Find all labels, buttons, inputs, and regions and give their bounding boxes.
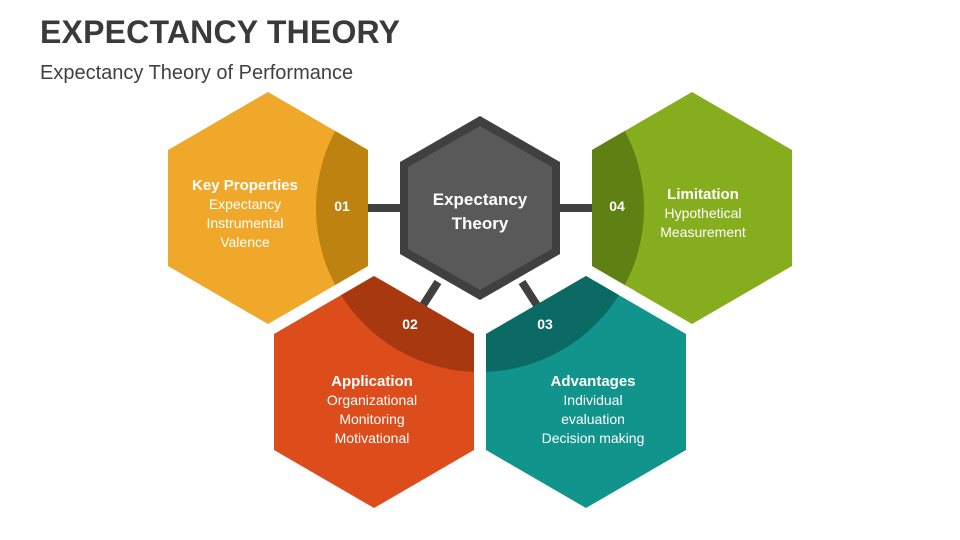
node-label-application: Application Organizational Monitoring Mo… bbox=[302, 372, 442, 448]
node-item: Decision making bbox=[541, 430, 645, 446]
node-heading: Advantages bbox=[550, 373, 636, 390]
hexagon-limitation bbox=[592, 92, 792, 324]
hexagon-key-properties bbox=[168, 92, 368, 324]
hexagon-advantages bbox=[486, 276, 686, 508]
center-label: Expectancy Theory bbox=[412, 188, 548, 236]
page-subtitle: Expectancy Theory of Performance bbox=[40, 62, 354, 84]
node-item: Expectancy bbox=[208, 196, 282, 212]
node-number-02: 02 bbox=[402, 316, 418, 332]
hexagon-center bbox=[400, 116, 560, 300]
hexagon-application bbox=[274, 276, 474, 508]
node-item: Individual bbox=[563, 392, 623, 408]
node-heading: Application bbox=[331, 373, 413, 390]
page-title: EXPECTANCY THEORY bbox=[40, 14, 401, 50]
node-label-advantages: Advantages Individual evaluation Decisio… bbox=[518, 372, 668, 448]
node-heading: Key Properties bbox=[192, 177, 298, 194]
node-number-04: 04 bbox=[609, 198, 625, 214]
node-item: Monitoring bbox=[339, 411, 405, 427]
node-item: Measurement bbox=[660, 224, 746, 240]
node-label-limitation: Limitation Hypothetical Measurement bbox=[630, 185, 776, 242]
node-item: evaluation bbox=[561, 411, 625, 427]
node-item: Valence bbox=[220, 234, 270, 250]
node-label-key-properties: Key Properties Expectancy Instrumental V… bbox=[174, 176, 316, 252]
center-label-line2: Theory bbox=[451, 214, 509, 233]
node-number-03: 03 bbox=[537, 316, 553, 332]
node-heading: Limitation bbox=[667, 186, 739, 203]
node-item: Motivational bbox=[334, 430, 410, 446]
node-number-01: 01 bbox=[334, 198, 350, 214]
center-label-line1: Expectancy bbox=[432, 190, 528, 209]
node-item: Instrumental bbox=[206, 215, 284, 231]
node-item: Hypothetical bbox=[664, 205, 742, 221]
node-item: Organizational bbox=[326, 392, 418, 408]
